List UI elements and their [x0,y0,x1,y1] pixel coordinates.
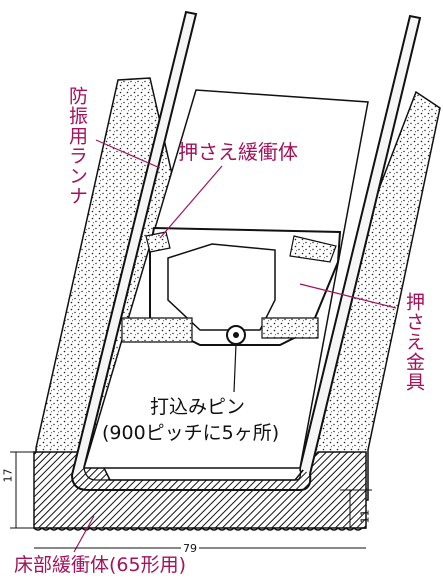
dim-height-right: 11 [358,509,372,524]
label-press-buffer: 押さえ緩衝体 [178,140,298,164]
channel-bottom [71,473,312,491]
label-floor-buffer: 床部緩衝体(65形用) [14,554,187,576]
leader-pin [233,343,237,393]
dim-width-bottom: 79 [181,542,199,555]
channel-bottom-inner [83,467,302,481]
channel-right-wall [299,14,422,475]
label-press-metal: 押さえ金具 [402,292,425,392]
leader-press-buffer [159,165,223,239]
driven-pin-head [233,332,239,338]
press-buffer-left-bottom [121,317,193,343]
press-buffer-left [145,231,171,253]
label-driven-pin-note: (900ピッチに5ヶ所) [102,422,280,444]
leader-press-metal [299,283,397,309]
press-buffer-right [289,235,337,263]
label-driven-pin: 打込みピン [150,396,246,418]
label-anti-vibration-runner: 防振用ランナ [65,86,88,206]
leader-runner [95,139,161,169]
floor-buffer-bottom-edge [33,526,366,531]
leader-floor-buffer [73,515,95,553]
channel-left-wall [71,10,198,476]
press-metal-inner [167,243,276,331]
press-buffer-right-bottom [261,317,319,339]
dim-height-left: 17 [1,468,15,483]
